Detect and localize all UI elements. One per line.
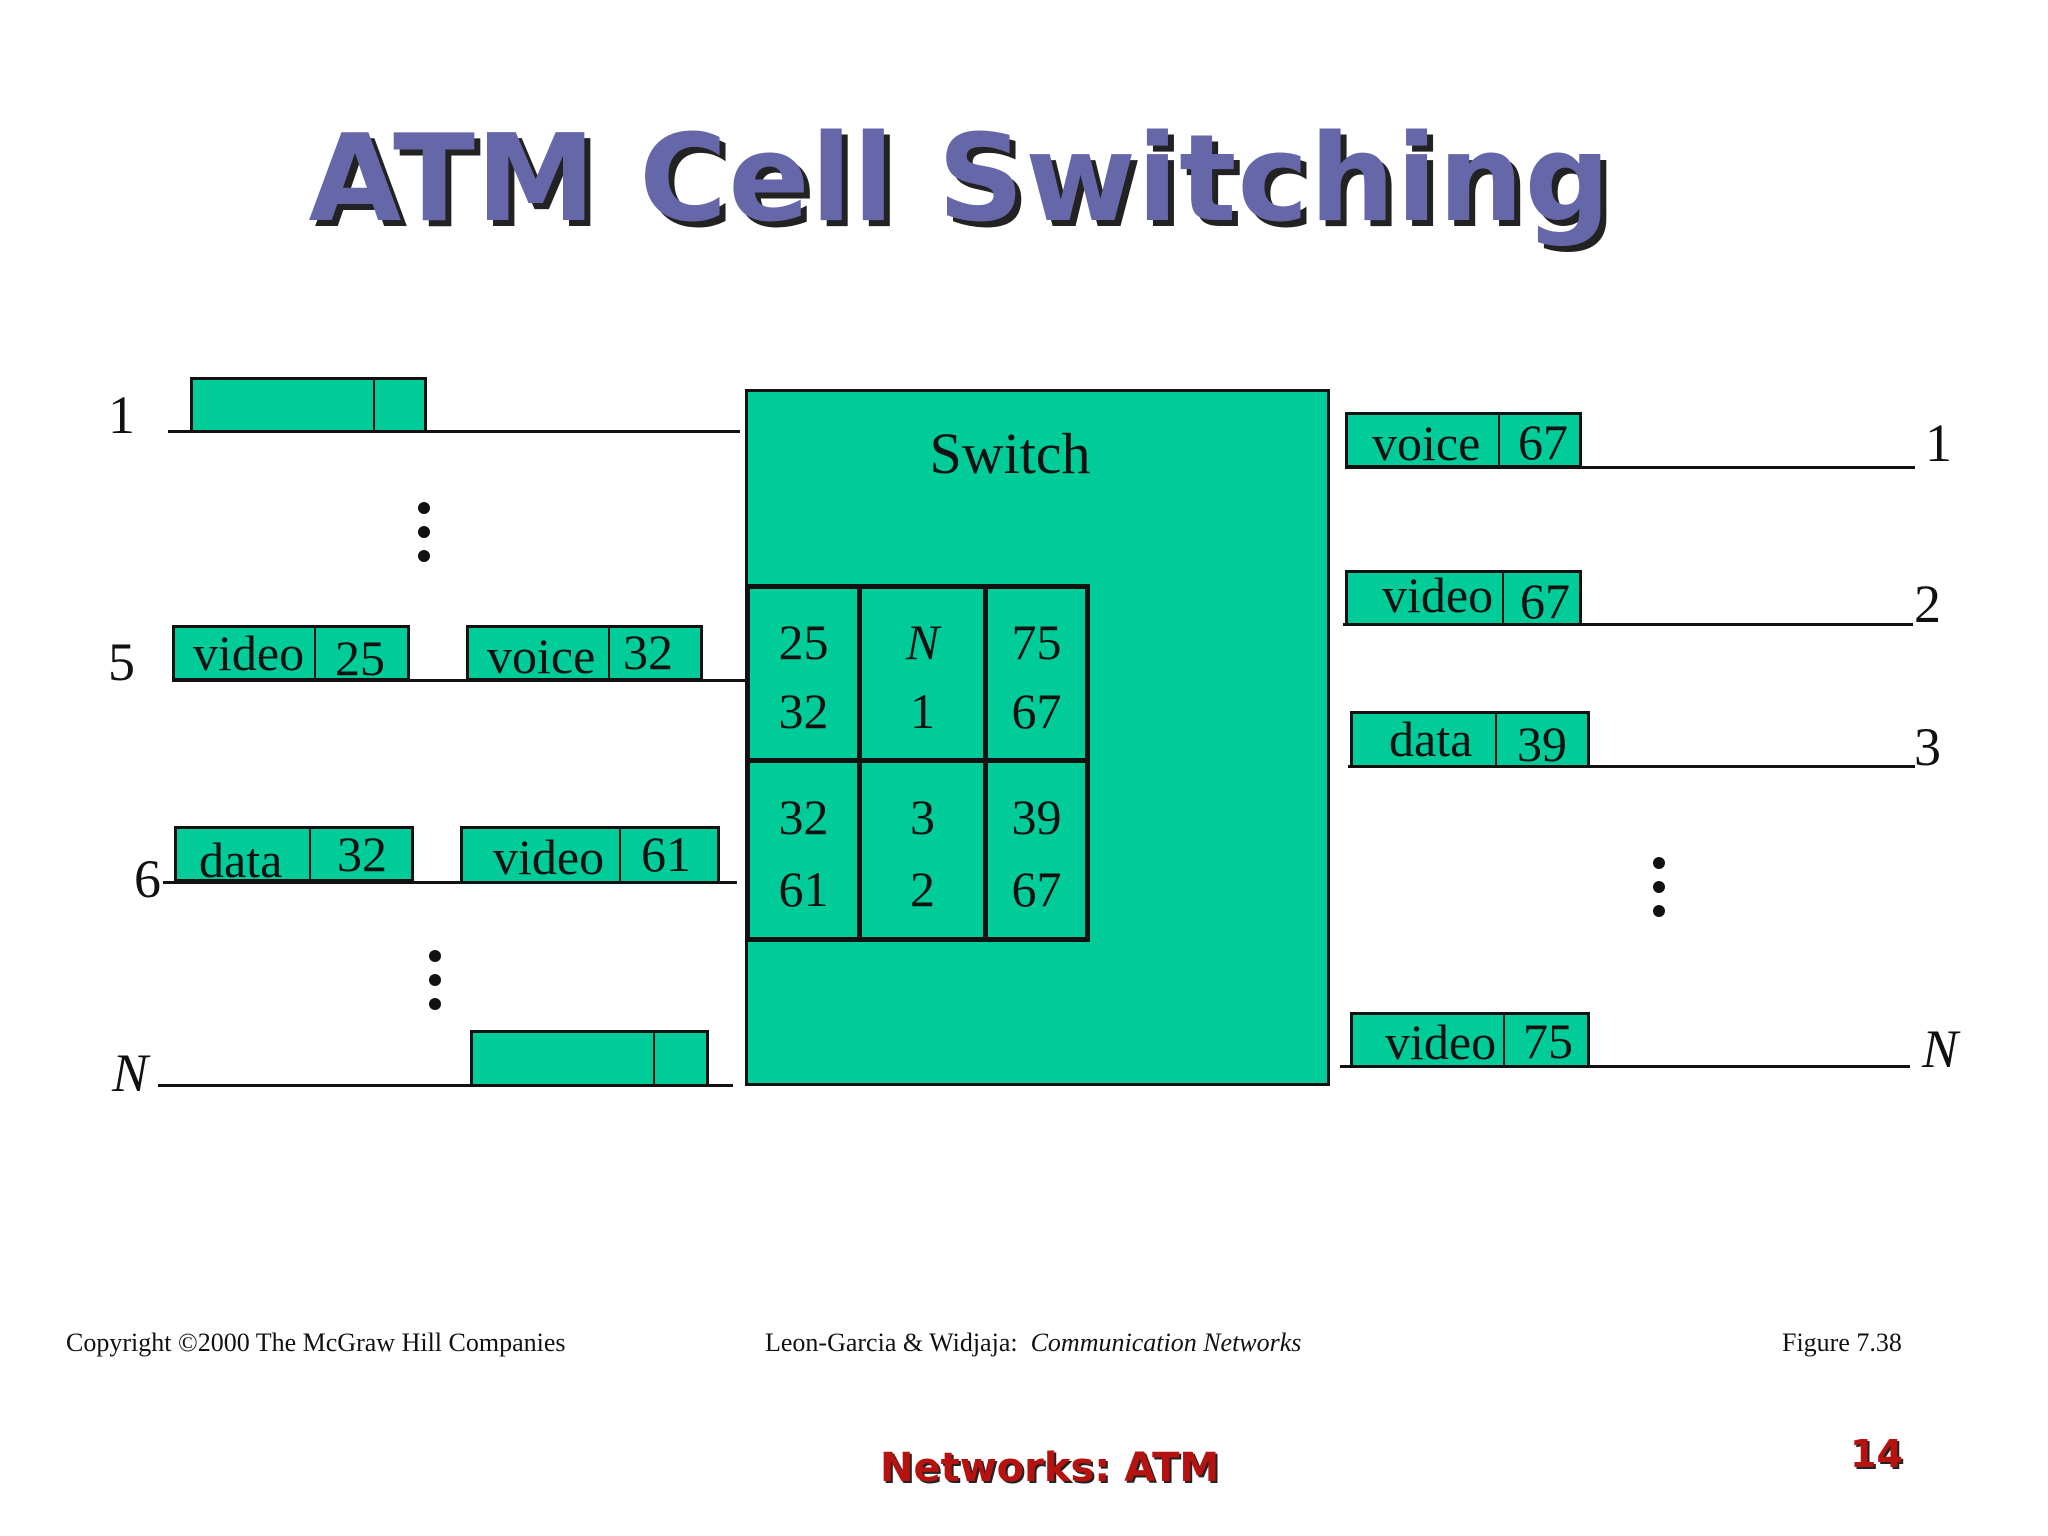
- copyright-text: Copyright ©2000 The McGraw Hill Companie…: [66, 1328, 566, 1357]
- cell-vci: 67: [1520, 573, 1570, 629]
- cell-type: data: [199, 832, 283, 888]
- table-out-port: N: [905, 613, 940, 670]
- cell-type: voice: [487, 628, 596, 684]
- table-out-port: 2: [910, 861, 935, 917]
- cell-type: video: [1382, 567, 1494, 623]
- output-cell-video-75: video 75: [1350, 1012, 1590, 1068]
- input-port-1-label: 1: [108, 385, 135, 445]
- cell-vci: 61: [641, 826, 691, 882]
- switch-label: Switch: [929, 421, 1091, 486]
- input-port-6-label: 6: [134, 849, 161, 909]
- book-title: Communication Networks: [1030, 1328, 1302, 1357]
- table-in-vci: 32: [778, 789, 829, 845]
- cell-vci: 67: [1518, 414, 1568, 470]
- table-cell: 75 67: [988, 589, 1085, 763]
- table-in-vci: 32: [778, 683, 829, 740]
- output-cell-voice-67: voice 67: [1345, 412, 1582, 468]
- output-port-2-label: 2: [1914, 574, 1941, 634]
- switch-box: [745, 389, 1330, 1086]
- source-citation: Leon-Garcia & Widjaja: Communication Net…: [765, 1330, 1301, 1356]
- cell-type: video: [1385, 1014, 1497, 1070]
- output-port-n-label: N: [1922, 1019, 1959, 1079]
- cell-type: video: [493, 829, 605, 885]
- vci-translation-table: 25 32 N 1 75 67 32 61 3 2 39 67: [745, 584, 1090, 942]
- output-port-1-label: 1: [1925, 413, 1952, 473]
- input-line-6: [163, 881, 737, 884]
- output-line-1: [1345, 466, 1915, 469]
- table-in-vci: 61: [778, 861, 829, 917]
- input-cell-data-32: data 32: [174, 826, 414, 888]
- vertical-ellipsis-icon: [429, 950, 441, 1022]
- input-line-5: [172, 679, 745, 682]
- table-cell: 3 2: [862, 763, 988, 937]
- table-cell: 25 32: [750, 589, 862, 763]
- table-cell: 39 67: [988, 763, 1085, 937]
- output-port-3-label: 3: [1914, 717, 1941, 777]
- page-number: 14: [1850, 1432, 1903, 1476]
- table-in-vci: 25: [778, 613, 829, 670]
- output-line-2: [1343, 623, 1913, 626]
- input-cell-empty-n: [470, 1030, 709, 1087]
- input-port-5-label: 5: [108, 632, 135, 692]
- input-cell-video-25: video 25: [172, 625, 410, 686]
- table-out-vci: 67: [1011, 861, 1062, 917]
- vertical-ellipsis-icon: [418, 502, 430, 574]
- vertical-ellipsis-icon: [1653, 857, 1665, 929]
- cell-vci: 32: [337, 826, 387, 882]
- output-line-3: [1348, 765, 1915, 768]
- authors: Leon-Garcia & Widjaja:: [765, 1328, 1018, 1357]
- output-cell-video-67: video 67: [1345, 570, 1582, 626]
- input-cell-voice-32: voice 32: [466, 625, 703, 681]
- input-port-n-label: N: [112, 1043, 149, 1103]
- input-line-n: [158, 1084, 733, 1087]
- cell-vci: 39: [1517, 715, 1567, 772]
- cell-type: voice: [1372, 415, 1481, 471]
- table-out-port: 1: [910, 683, 935, 740]
- figure-number: Figure 7.38: [1782, 1328, 1902, 1357]
- input-cell-empty-1: [190, 377, 427, 433]
- output-line-n: [1340, 1065, 1910, 1068]
- cell-vci: 75: [1523, 1013, 1573, 1069]
- cell-vci: 32: [623, 624, 673, 680]
- table-out-port: 3: [910, 789, 935, 845]
- slide-title: ATM Cell Switching: [308, 110, 1612, 249]
- input-cell-video-61: video 61: [460, 826, 720, 884]
- input-line-1: [168, 430, 740, 433]
- section-title: Networks: ATM: [880, 1445, 1220, 1491]
- table-cell: N 1: [862, 589, 988, 763]
- table-out-vci: 75: [1011, 613, 1062, 670]
- table-out-vci: 67: [1011, 683, 1062, 740]
- output-cell-data-39: data 39: [1350, 710, 1590, 772]
- cell-vci: 25: [335, 630, 385, 686]
- cell-type: video: [193, 625, 305, 681]
- table-cell: 32 61: [750, 763, 862, 937]
- table-out-vci: 39: [1011, 789, 1062, 845]
- cell-type: data: [1389, 710, 1473, 767]
